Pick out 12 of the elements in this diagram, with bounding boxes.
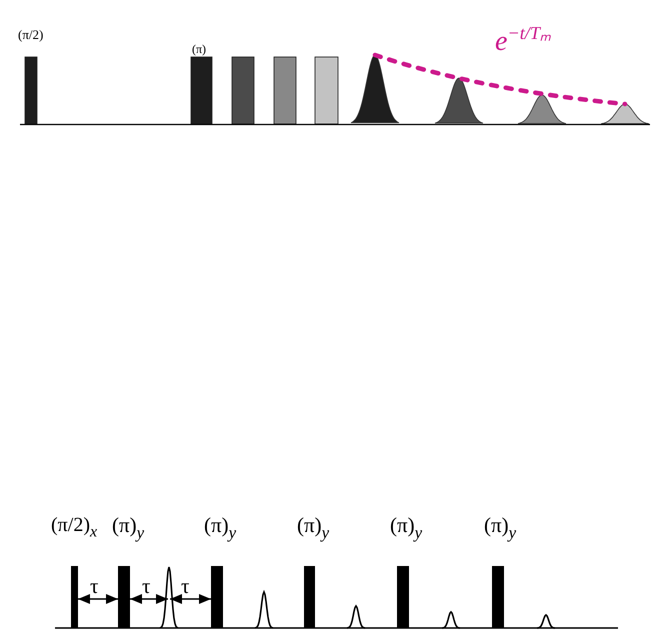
- delay-label: τ: [141, 573, 152, 600]
- delay-label: τ: [89, 573, 100, 600]
- pulse-label: (π)$_{y}$: [203, 512, 238, 544]
- pulse-label: (π)$_{y}$: [483, 512, 518, 544]
- pulse-label: (π)$_{y}$: [296, 512, 330, 544]
- decay-formula: e$^{−t/Tₘ}$: [494, 22, 552, 59]
- pulse-label: (π/2)$_{x}$: [50, 513, 98, 543]
- pulse-label: (π)$_{y}$: [111, 512, 146, 544]
- pulse-label: (π): [191, 41, 208, 58]
- pulse-label: (π)$_{y}$: [389, 512, 424, 544]
- pulse-label: (π/2): [17, 26, 44, 44]
- delay-label: τ: [180, 573, 190, 600]
